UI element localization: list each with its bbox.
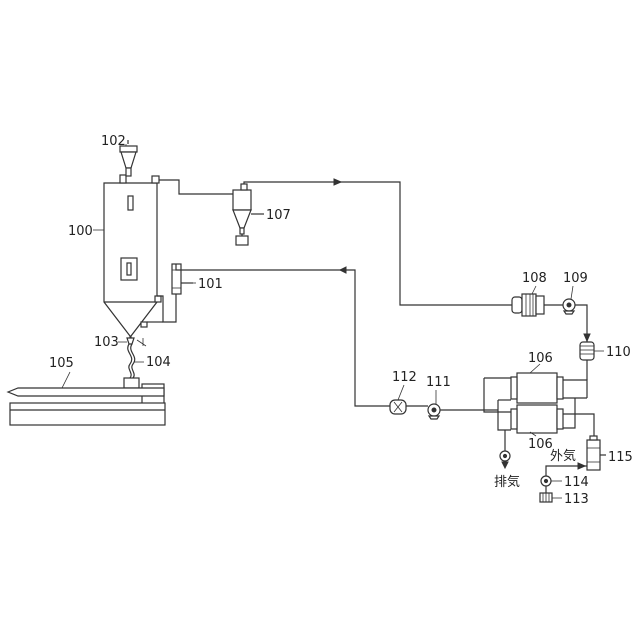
drying-vessel-100 <box>104 175 161 338</box>
blower-109 <box>563 299 575 314</box>
heater-110 <box>580 342 594 360</box>
dehumidifier-unit-106-lower <box>511 405 563 433</box>
label-110: 110 <box>606 345 631 360</box>
filter-108 <box>512 294 544 316</box>
label-100: 100 <box>68 224 93 239</box>
label-106-upper: 106 <box>528 351 553 366</box>
label-108: 108 <box>522 271 547 286</box>
transfer-pipe-104 <box>128 344 135 378</box>
label-109: 109 <box>563 271 588 286</box>
label-102: 102 <box>101 134 126 149</box>
intake-filter-113 <box>540 493 552 502</box>
label-105: 105 <box>49 356 74 371</box>
label-outside-air: 外気 <box>550 448 576 464</box>
dehumidifier-unit-106-upper <box>511 373 563 403</box>
cyclone-107 <box>233 184 264 245</box>
label-104: 104 <box>146 355 171 370</box>
label-115: 115 <box>608 450 633 465</box>
label-107: 107 <box>266 208 291 223</box>
filter-112 <box>390 400 406 414</box>
label-111: 111 <box>426 375 451 390</box>
label-exhaust: 排気 <box>494 474 520 490</box>
discharge-valve-103 <box>127 338 146 346</box>
exhaust-fan <box>500 451 510 468</box>
blower-111 <box>428 404 440 419</box>
label-103: 103 <box>94 335 119 350</box>
blower-114 <box>541 476 551 486</box>
label-101: 101 <box>198 277 223 292</box>
filter-101 <box>172 264 193 294</box>
label-113: 113 <box>564 492 589 507</box>
extruder-105 <box>8 378 165 425</box>
label-112: 112 <box>392 370 417 385</box>
label-114: 114 <box>564 475 589 490</box>
regeneration-heater-115 <box>587 436 606 470</box>
